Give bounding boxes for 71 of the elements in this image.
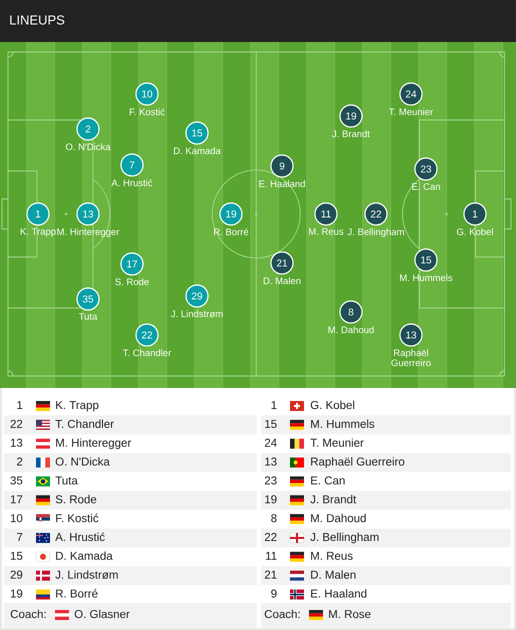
shirt-number: 9 <box>271 589 277 598</box>
player-name: O. N'Dicka <box>66 143 111 150</box>
shirt-number: 1 <box>272 401 277 409</box>
player-name: O. N'Dicka <box>56 457 110 466</box>
player-name: S. Rode <box>115 278 149 286</box>
player-name: M. Dahoud <box>311 514 366 522</box>
player-name: D. Kamada <box>174 147 221 154</box>
player-name: D. Malen <box>311 570 356 579</box>
shirt-number: 22 <box>264 532 277 541</box>
player-name: D. Malen <box>264 277 300 284</box>
player-name: J. Brandt <box>310 494 356 504</box>
player-name: E. Can <box>311 476 345 484</box>
player-name: J. Brandt <box>332 130 370 138</box>
shirt-number: 23 <box>264 476 277 484</box>
coach-name: M. Rose <box>329 610 370 618</box>
player-name: E. Haaland <box>311 589 366 598</box>
player-name: K. Trapp <box>20 228 56 237</box>
player-name: M. Hinteregger <box>56 438 132 450</box>
shirt-number: 24 <box>264 438 277 447</box>
player-name: K. Trapp <box>56 401 98 412</box>
player-name: T. Meunier <box>310 438 364 447</box>
player-name: T. Meunier <box>389 108 433 116</box>
player-name: J. Lindstrøm <box>55 570 118 579</box>
shirt-number: 21 <box>264 570 277 579</box>
coach-name: O. Glasner <box>74 610 130 618</box>
shirt-number: 19 <box>10 589 22 598</box>
player-name: F. Kostić <box>56 514 98 522</box>
player-name: M. Hummels <box>311 420 374 428</box>
shirt-number: 13 <box>10 438 22 447</box>
shirt-number: 15 <box>265 420 277 428</box>
player-name: E. Can <box>412 183 440 190</box>
player-name: M. Dahoud <box>328 326 374 334</box>
player-name: F. Kostić <box>130 108 165 116</box>
player-name: E. Haaland <box>259 180 305 188</box>
player-name: Tuta <box>78 313 98 320</box>
player-name: J. Lindstrøm <box>171 310 222 318</box>
player-name: M. Reus <box>311 552 353 560</box>
shirt-number: 22 <box>10 420 22 428</box>
player-name: G. Kobel <box>456 228 493 236</box>
shirt-number: 8 <box>271 514 277 522</box>
player-name: R. Borré <box>56 589 98 598</box>
shirt-number: 13 <box>265 458 277 466</box>
player-name: Raphaël Guerreiro <box>311 457 404 468</box>
player-name: Raphaël Guerreiro <box>391 349 431 366</box>
shirt-number: 10 <box>10 514 22 522</box>
shirt-number: 11 <box>266 552 277 560</box>
shirt-number: 7 <box>17 533 22 541</box>
player-name: T. Chandler <box>122 349 172 356</box>
player-name: T. Chandler <box>55 420 114 428</box>
player-name: Tuta <box>55 476 78 484</box>
player-name: M. Hummels <box>400 274 452 282</box>
player-name: D. Kamada <box>56 551 113 560</box>
shirt-number: 35 <box>10 476 22 484</box>
player-name: M. Hinteregger <box>57 228 120 238</box>
shirt-number: 19 <box>265 495 277 504</box>
player-name: G. Kobel <box>310 400 354 410</box>
shirt-number: 15 <box>10 552 22 560</box>
shirt-number: 1 <box>17 401 22 409</box>
shirt-number: 29 <box>10 570 22 579</box>
player-name: J. Bellingham <box>348 228 404 238</box>
coach-label: Coach: <box>264 610 300 618</box>
player-name: J. Bellingham <box>310 532 378 544</box>
coach-label: Coach: <box>10 610 46 618</box>
player-name: S. Rode <box>56 494 96 504</box>
header-bar: LINEUPS <box>0 0 516 42</box>
shirt-number: 2 <box>16 458 22 466</box>
player-name: M. Reus <box>309 228 344 235</box>
player-name: A. Hrustić <box>111 179 152 186</box>
shirt-number: 17 <box>10 495 22 504</box>
player-name: R. Borré <box>214 228 248 236</box>
player-name: A. Hrustić <box>55 532 105 542</box>
